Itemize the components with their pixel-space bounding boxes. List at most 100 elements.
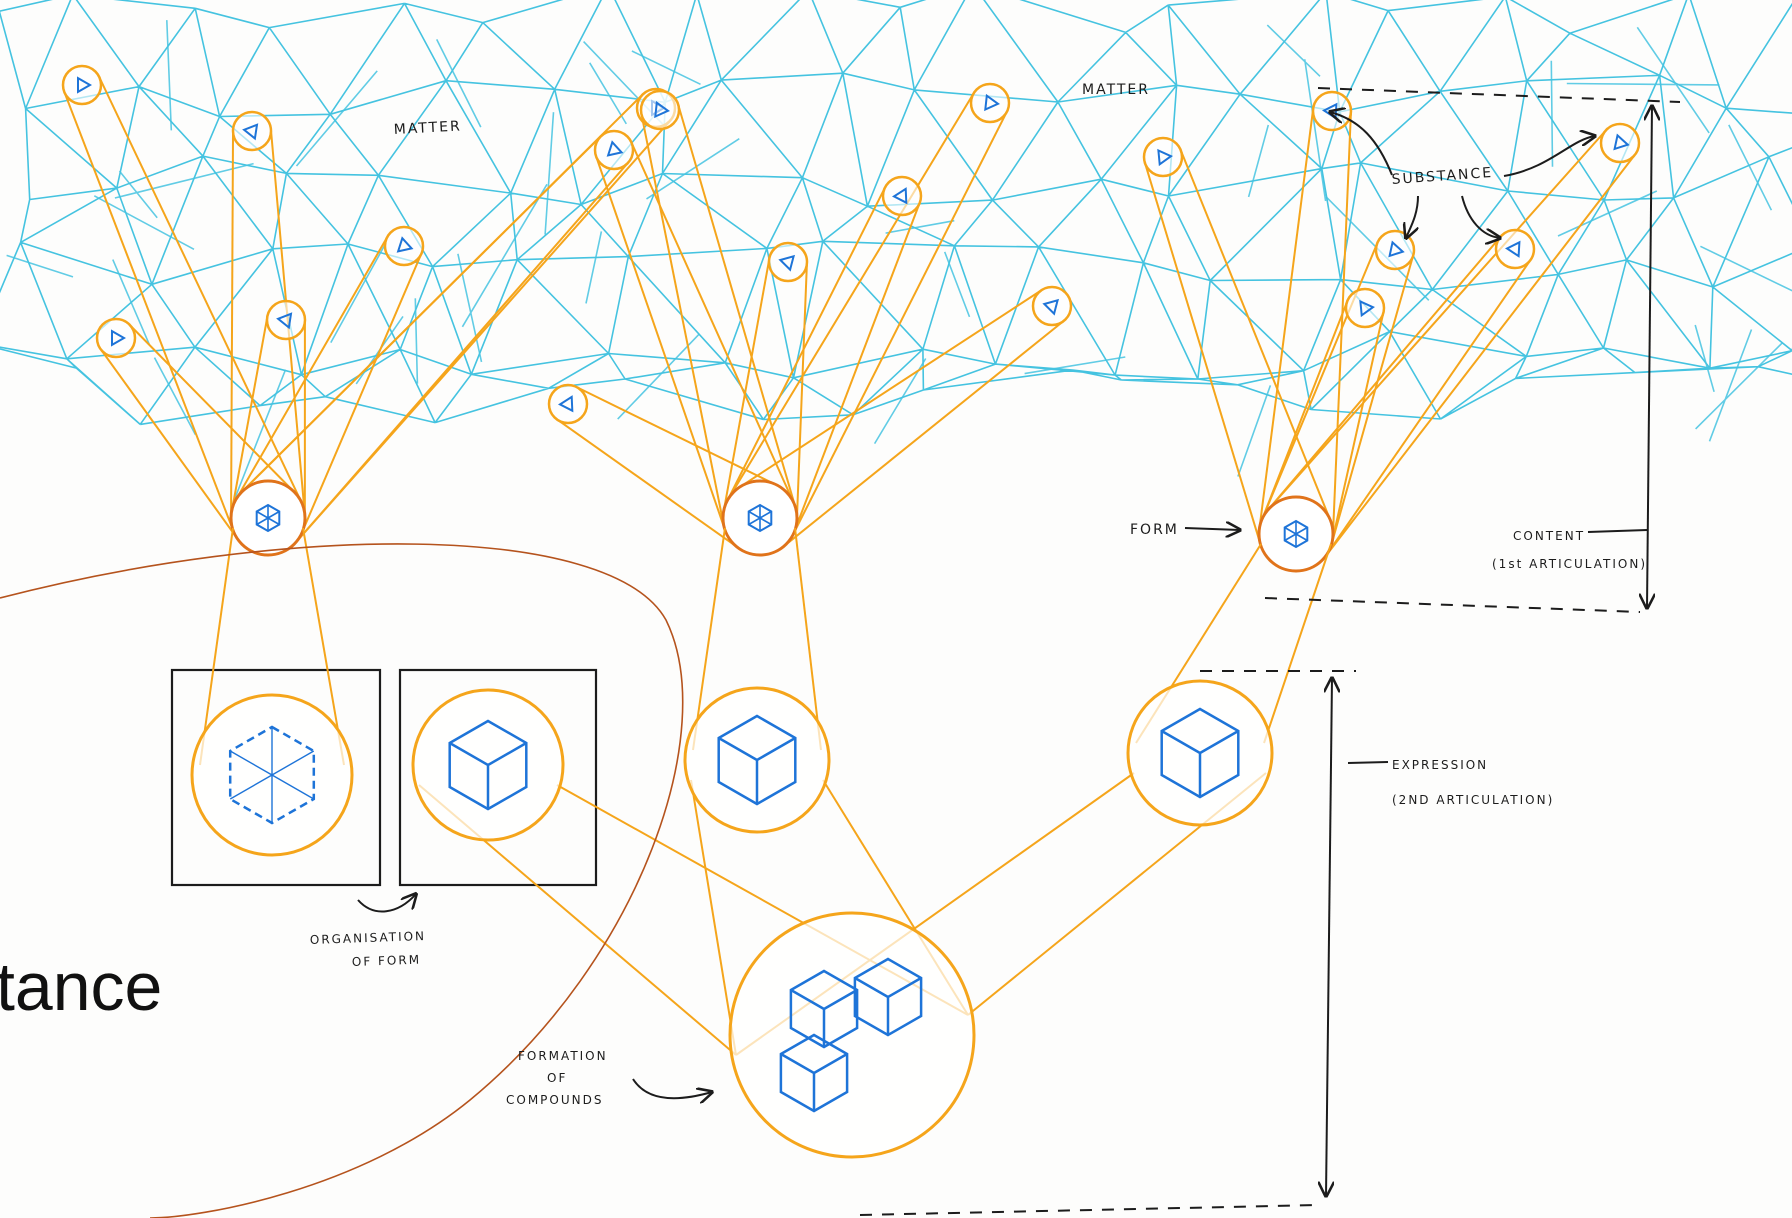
substance-circle [1311, 90, 1353, 132]
triangle-icon [984, 93, 1000, 112]
substance-node [1142, 136, 1184, 178]
substance-node [265, 299, 307, 341]
substance-node [593, 129, 635, 171]
substance-node [547, 383, 589, 425]
drop-line [199, 527, 234, 766]
link-line [230, 318, 269, 515]
bracket-dashes [859, 87, 1681, 1216]
expression-circle [728, 911, 976, 1159]
link-line [100, 349, 241, 543]
link-line [1259, 302, 1348, 524]
substance-node [1494, 228, 1536, 270]
substance-node [95, 317, 137, 359]
link-line [737, 289, 1042, 489]
substance-circle [767, 241, 809, 283]
substance-node [383, 225, 425, 267]
connection-lines [63, 77, 1636, 559]
expression-node [728, 911, 976, 1159]
substance-node [1599, 122, 1641, 164]
cube-edges [854, 976, 922, 1035]
triangle-icon [891, 187, 908, 205]
expression-circles [190, 527, 1332, 1159]
hexagon-spokes [1284, 521, 1308, 547]
cube-edges [780, 1052, 848, 1111]
content-label: CONTENT [1513, 529, 1585, 543]
drop-line [794, 527, 822, 751]
substance-node [969, 82, 1011, 124]
link-line [63, 92, 235, 533]
highlight-curve [0, 543, 684, 1218]
drop-line [1263, 543, 1332, 744]
mesh-extra-edges [6, 20, 1792, 507]
form-hub [721, 479, 799, 557]
substance-circle [95, 317, 137, 359]
triangle-icon [1388, 240, 1405, 258]
link-line [1266, 130, 1607, 512]
triangle-icon [396, 236, 414, 253]
substance-circle [1494, 228, 1536, 270]
link-line [557, 419, 742, 551]
substance-node [1311, 90, 1353, 132]
link-line [98, 77, 303, 504]
cube-edges [449, 741, 527, 809]
substance-circle [1031, 285, 1073, 327]
link-line [1265, 236, 1501, 513]
content-sub-label: (1st ARTICULATION) [1492, 557, 1647, 571]
substance-node [1374, 229, 1416, 271]
substance-node [767, 241, 809, 283]
substance-circle [1599, 122, 1641, 164]
substance-node [1344, 287, 1386, 329]
link-line [1331, 112, 1352, 538]
matter-label-right: MATTER [1082, 82, 1150, 98]
substance-circle [881, 175, 923, 217]
triangle-icon [606, 140, 624, 157]
link-line [781, 320, 1064, 549]
link-line [595, 156, 727, 532]
substance-circle [61, 64, 103, 106]
link-line [240, 94, 643, 494]
triangle-icon [1359, 299, 1375, 318]
triangle-icon [276, 312, 293, 330]
cube-edges [229, 727, 315, 823]
substance-nodes [61, 64, 1641, 425]
form-label: FORM [1130, 522, 1179, 538]
substance-circle [231, 110, 273, 152]
compound-line [690, 779, 737, 1056]
hexagon-spokes [256, 505, 280, 531]
triangle-icon [654, 100, 670, 119]
link-line [725, 187, 886, 504]
triangle-icon [1504, 240, 1521, 258]
triangle-icon [1613, 133, 1630, 151]
triangle-icon [111, 329, 127, 347]
formation-label-2: OF [547, 1071, 567, 1085]
formation-label-1: FORMATION [518, 1049, 608, 1063]
expression-label: EXPRESSION [1392, 758, 1488, 772]
link-line [630, 142, 796, 505]
substance-node [881, 175, 923, 217]
wireframe-cube-box [170, 668, 382, 887]
triangle-icon [242, 123, 259, 141]
form-hub [1257, 495, 1335, 573]
cube-edges [790, 988, 858, 1047]
link-line [792, 203, 921, 534]
substance-node [639, 89, 681, 131]
solid-cube-box [398, 668, 598, 887]
link-line [230, 131, 235, 520]
link-line [1324, 260, 1531, 558]
link-line [1258, 109, 1315, 531]
organisation-label-1: ORGANISATION [310, 929, 427, 947]
triangle-icon [1157, 148, 1173, 167]
substance-circle [1374, 229, 1416, 271]
substance-circle [547, 383, 589, 425]
link-line [722, 259, 771, 515]
link-line [1330, 313, 1385, 546]
triangle-icon [557, 395, 574, 413]
dimension-arrows [1326, 106, 1652, 1196]
hexagon-spokes [748, 505, 772, 531]
link-line [300, 254, 422, 535]
substance-label: SUBSTANCE [1391, 165, 1493, 188]
link-line [640, 114, 726, 528]
link-line [726, 93, 975, 501]
substance-circle [1344, 287, 1386, 329]
